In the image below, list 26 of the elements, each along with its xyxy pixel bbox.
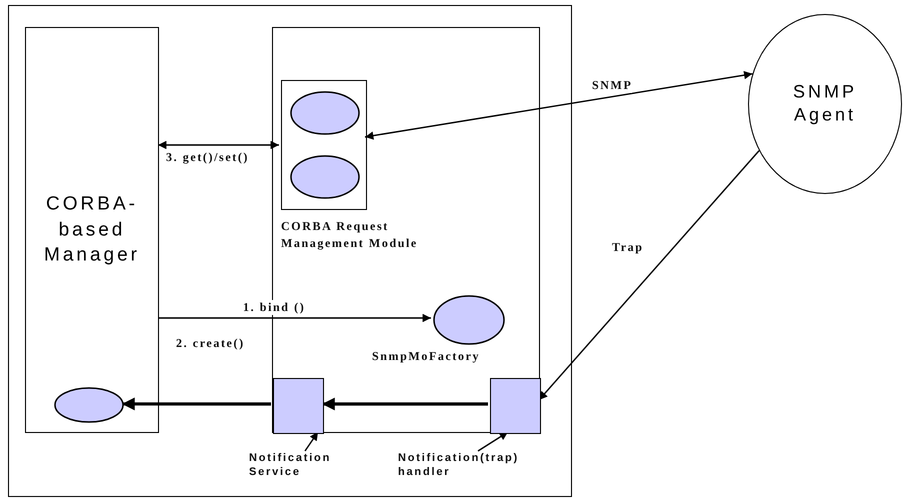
edge-label: 3. get()/set()	[166, 150, 250, 165]
arrow	[122, 398, 271, 410]
object-ellipse	[433, 295, 505, 345]
step-label: 2. create()	[176, 336, 245, 351]
arrow	[364, 70, 753, 140]
arrow	[158, 140, 279, 150]
component-label: SnmpMoFactory	[372, 348, 482, 365]
node-label: CORBA-based Manager	[43, 192, 141, 268]
callout-text: Notification Service	[249, 452, 349, 484]
object-ellipse	[290, 91, 360, 135]
arrow	[158, 314, 431, 322]
callout-text: Notification(trap) handler	[398, 452, 538, 484]
request-box	[281, 80, 367, 210]
object-ellipse	[290, 155, 360, 199]
edge-label: 1. bind ()	[243, 300, 306, 315]
leader-line	[304, 432, 319, 452]
node-label: SNMP Agent	[792, 80, 858, 127]
service-square	[273, 378, 324, 434]
manager-box	[25, 27, 159, 433]
frame-box	[8, 5, 572, 497]
object-ellipse	[54, 387, 124, 423]
arrow	[322, 398, 488, 410]
edge-label: SNMP	[592, 78, 632, 93]
handler-square	[490, 378, 541, 434]
edge-label: Trap	[612, 240, 644, 255]
component-label: CORBA Request Management Module	[281, 218, 419, 252]
